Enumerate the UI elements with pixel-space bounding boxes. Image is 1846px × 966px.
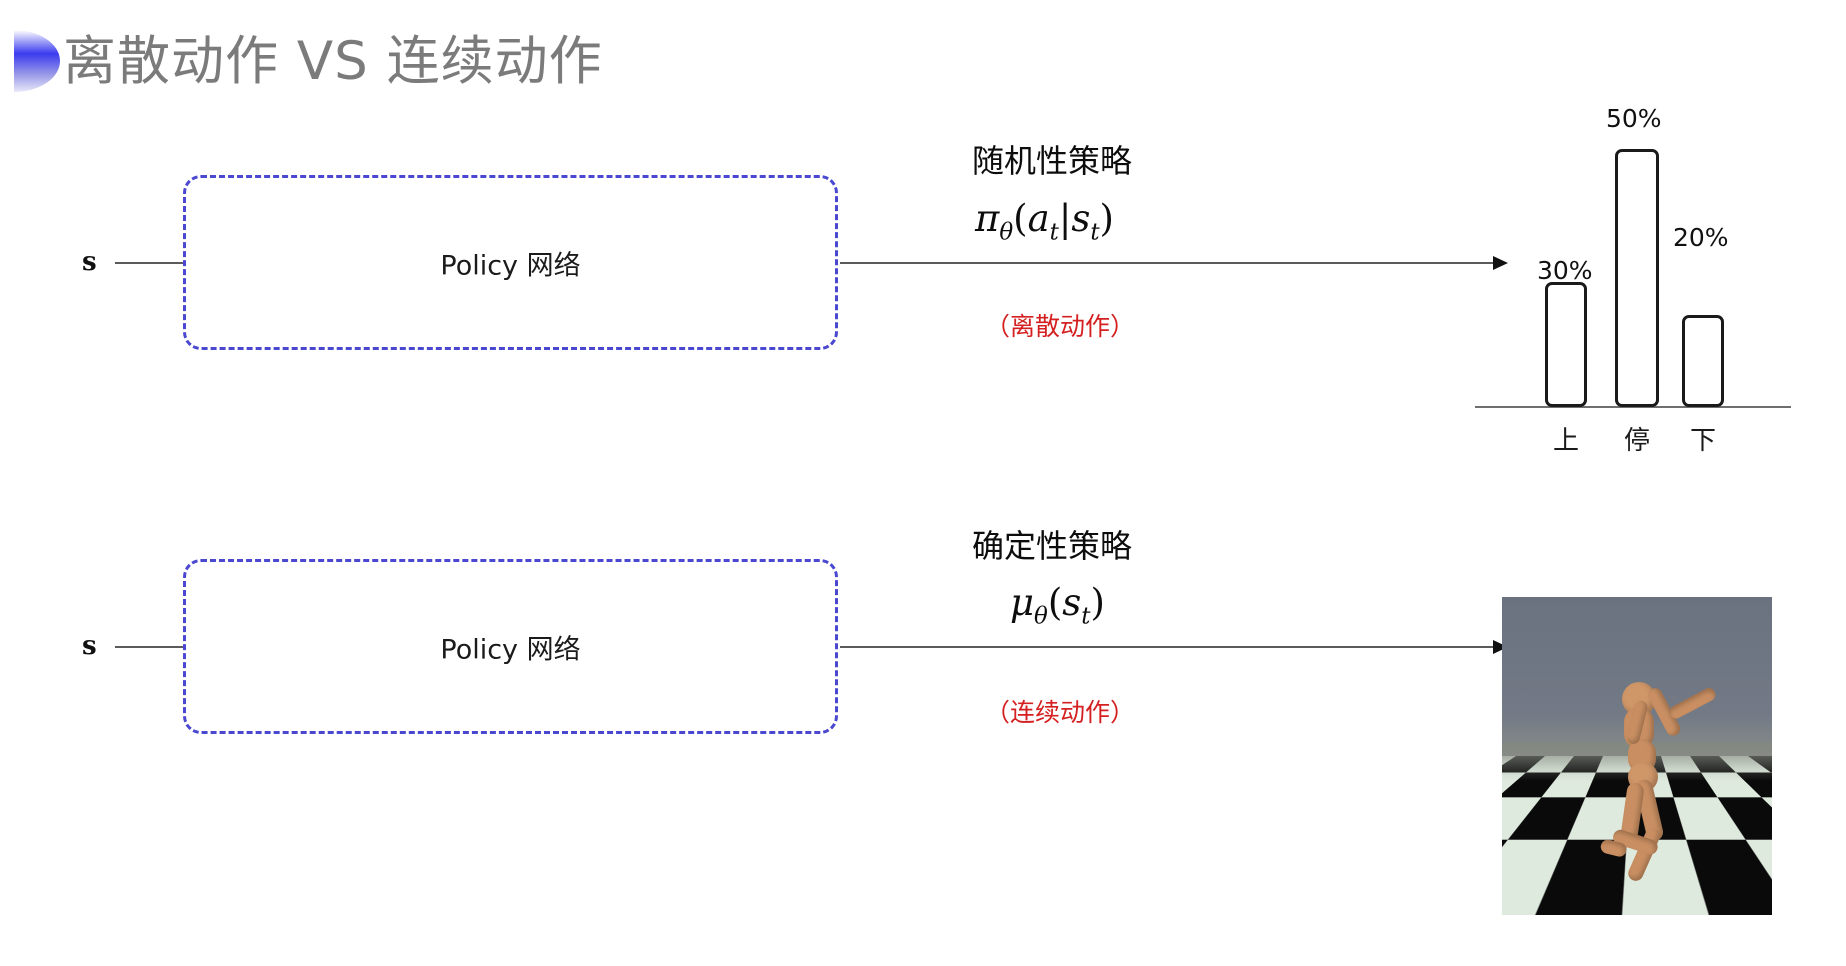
- formula-close-paren: ): [1090, 581, 1105, 624]
- bar-stop: [1615, 149, 1659, 407]
- policy-kind-discrete: 随机性策略: [972, 142, 1133, 180]
- formula-theta: θ: [1034, 603, 1048, 630]
- bar-up: [1545, 282, 1587, 407]
- humanoid-simulation-image: [1502, 597, 1772, 915]
- formula-state-sub: t: [1081, 603, 1091, 630]
- formula-open-paren: (: [1013, 197, 1028, 240]
- bar-down: [1682, 315, 1724, 407]
- arrow-head: [1493, 256, 1508, 270]
- arrow-shaft: [115, 262, 201, 264]
- output-arrow-continuous: [840, 640, 1508, 654]
- bar-value-up: 30%: [1537, 256, 1593, 285]
- policy-formula-continuous: μθ(st): [1010, 581, 1105, 629]
- arrow-shaft: [115, 646, 201, 648]
- formula-action: a: [1027, 197, 1050, 240]
- bar-category-down: 下: [1689, 426, 1716, 456]
- bar-value-stop: 50%: [1606, 104, 1662, 133]
- formula-bar: |: [1058, 197, 1072, 240]
- formula-mu: μ: [1010, 581, 1035, 624]
- state-input-label-continuous: s: [82, 631, 97, 661]
- arrow-shaft: [840, 646, 1494, 648]
- formula-state-sub: t: [1090, 219, 1100, 246]
- policy-note-continuous: （连续动作）: [985, 698, 1136, 727]
- formula-state: s: [1062, 581, 1082, 624]
- bar-category-up: 上: [1552, 426, 1579, 456]
- output-arrow-discrete: [840, 256, 1508, 270]
- formula-state: s: [1071, 197, 1091, 240]
- formula-action-sub: t: [1049, 219, 1059, 246]
- formula-pi: π: [975, 197, 1000, 240]
- policy-formula-discrete: πθ(at|st): [975, 197, 1114, 245]
- arrow-shaft: [840, 262, 1494, 264]
- formula-close-paren: ): [1099, 197, 1114, 240]
- page-title: 离散动作 VS 连续动作: [63, 31, 603, 92]
- policy-network-box-continuous[interactable]: Policy 网络: [183, 559, 838, 734]
- title-bullet-icon: [14, 30, 60, 92]
- policy-note-discrete: （离散动作）: [985, 312, 1136, 341]
- bar-value-down: 20%: [1673, 223, 1729, 252]
- policy-network-box-discrete[interactable]: Policy 网络: [183, 175, 838, 350]
- policy-kind-continuous: 确定性策略: [972, 527, 1133, 565]
- formula-theta: θ: [999, 219, 1014, 246]
- chart-baseline: [1475, 406, 1791, 408]
- formula-open-paren: (: [1047, 581, 1063, 624]
- bar-category-stop: 停: [1623, 426, 1650, 456]
- action-probability-bar-chart: 30% 上 50% 停 20% 下: [1475, 100, 1795, 456]
- policy-network-label-continuous: Policy 网络: [440, 634, 581, 665]
- policy-network-label-discrete: Policy 网络: [440, 250, 581, 281]
- state-input-label-discrete: s: [82, 247, 97, 277]
